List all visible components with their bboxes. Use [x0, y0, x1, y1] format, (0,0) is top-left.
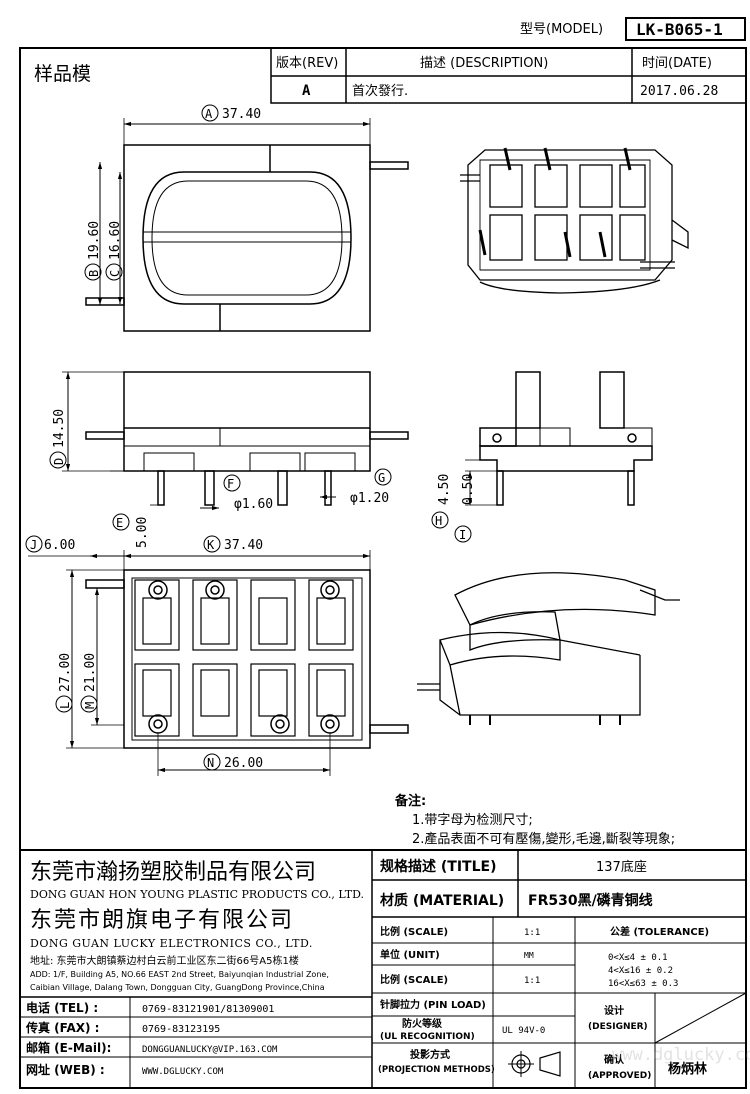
front-view-labels: D 14.50 F φ1.60 G φ1.20 5.00 E — [49, 409, 392, 548]
dim-d-value: 14.50 — [52, 409, 67, 448]
title-block — [20, 849, 747, 1088]
scale-label: 比例 (SCALE) — [380, 925, 448, 938]
dim-f-value: φ1.60 — [234, 497, 273, 512]
dim-m-value: 21.00 — [83, 653, 98, 692]
unit-label: 单位 (UNIT) — [380, 948, 440, 961]
dim-l-value: 27.00 — [58, 653, 73, 692]
company-name-2-en: DONG GUAN LUCKY ELECTRONICS CO., LTD. — [30, 937, 313, 950]
tolerance-2: 4<X≤16 ± 0.2 — [608, 966, 673, 976]
dim-c-value: 16.60 — [108, 221, 123, 260]
spec-block: 规格描述 (TITLE) 137底座 材质 (MATERIAL) FR530黑/… — [378, 858, 709, 1081]
side-view — [465, 371, 653, 506]
svg-text:J: J — [30, 538, 37, 552]
isometric-view-bottom — [417, 572, 680, 725]
svg-text:F: F — [227, 477, 234, 491]
notes: 备注: 1.带字母为检测尺寸; 2.產品表面不可有壓傷,變形,毛邊,斷裂等現象; — [394, 793, 675, 847]
model-box — [625, 17, 746, 41]
web-label: 网址 (WEB) : — [26, 1062, 105, 1077]
tolerance-1: 0<X≤4 ± 0.1 — [608, 953, 668, 963]
svg-text:C: C — [108, 270, 122, 277]
isometric-view-top — [460, 147, 689, 294]
dim-h-value: 4.50 — [437, 474, 452, 505]
unit-value: MM — [524, 951, 534, 960]
side-view-labels: 4.50 H 0.50 I — [431, 474, 476, 543]
company-name-2-cn: 东莞市朗旗电子有限公司 — [30, 908, 294, 933]
model-value: LK-B065-1 — [636, 20, 723, 39]
scale-2-value: 1:1 — [524, 976, 540, 986]
fire-label-cn: 防火等级 — [402, 1017, 443, 1030]
desc-header: 描述 (DESCRIPTION) — [420, 56, 548, 71]
approved-label-cn: 确认 — [604, 1053, 625, 1066]
svg-text:I: I — [459, 528, 466, 542]
dim-g-value: φ1.20 — [350, 491, 389, 506]
material-label: 材质 (MATERIAL) — [380, 892, 504, 909]
company-address-en-2: Caibian Village, Dalang Town, Dongguan C… — [30, 983, 325, 992]
scale-2-label: 比例 (SCALE) — [380, 973, 448, 986]
date-header: 时间(DATE) — [642, 56, 712, 71]
fire-label-en: (UL RECOGNITION) — [380, 1032, 475, 1042]
title-label: 规格描述 (TITLE) — [380, 858, 496, 875]
title-value: 137底座 — [596, 859, 647, 875]
dim-n-value: 26.00 — [224, 756, 263, 771]
designer-label-cn: 设计 — [604, 1004, 624, 1017]
notes-line-2: 2.產品表面不可有壓傷,變形,毛邊,斷裂等現象; — [412, 831, 675, 847]
tolerance-3: 16<X≤63 ± 0.3 — [608, 979, 678, 989]
svg-text:B: B — [87, 270, 101, 277]
bottom-view — [28, 550, 409, 776]
header: 型号(MODEL) LK-B065-1 样品模 版本(REV) 描述 (DESC… — [19, 17, 747, 1089]
svg-text:H: H — [435, 514, 442, 528]
tel-label: 电话 (TEL) : — [26, 1000, 98, 1015]
scale-value: 1:1 — [524, 928, 540, 938]
sample-label: 样品模 — [34, 63, 91, 85]
svg-text:D: D — [52, 458, 66, 465]
fax-label: 传真 (FAX) : — [25, 1020, 99, 1035]
date-value: 2017.06.28 — [640, 84, 718, 99]
company-address-cn: 地址: 东莞市大朗镇蔡边村白云前工业区东二街66号A5栋1楼 — [30, 954, 299, 967]
top-view — [85, 118, 409, 332]
tel-value: 0769-83121901/81309001 — [142, 1004, 274, 1015]
dim-e-value: 5.00 — [135, 517, 150, 548]
model-label: 型号(MODEL) — [520, 22, 603, 37]
desc-value: 首次發行. — [352, 83, 408, 99]
email-label: 邮箱 (E-Mail): — [26, 1040, 111, 1055]
fax-value: 0769-83123195 — [142, 1024, 220, 1035]
dim-k-value: 37.40 — [224, 538, 263, 553]
company-address-en-1: ADD: 1/F, Building A5, NO.66 EAST 2nd St… — [30, 970, 329, 979]
company-block: 东莞市瀚扬塑胶制品有限公司 DONG GUAN HON YOUNG PLASTI… — [25, 860, 364, 1077]
dim-j-value: 6.00 — [44, 538, 75, 553]
notes-line-1: 1.带字母为检测尺寸; — [412, 813, 533, 828]
approved-name: 杨炳林 — [668, 1061, 707, 1077]
tolerance-label: 公差 (TOLERANCE) — [610, 925, 709, 938]
front-view — [62, 371, 409, 511]
rev-value: A — [302, 83, 311, 99]
company-name-1-cn: 东莞市瀚扬塑胶制品有限公司 — [30, 860, 316, 885]
watermark: www.dglucky.com — [612, 1045, 750, 1065]
email-value: DONGGUANLUCKY@VIP.163.COM — [142, 1045, 278, 1055]
pin-load-label: 针脚拉力 (PIN LOAD) — [380, 998, 486, 1011]
web-value: WWW.DGLUCKY.COM — [142, 1067, 224, 1077]
notes-title: 备注: — [394, 793, 426, 809]
rev-header: 版本(REV) — [276, 56, 338, 71]
projection-label-cn: 投影方式 — [410, 1048, 450, 1061]
dim-i-value: 0.50 — [461, 474, 476, 505]
approved-label-en: (APPROVED) — [588, 1071, 651, 1081]
designer-label-en: (DESIGNER) — [588, 1022, 648, 1032]
dim-b-value: 19.60 — [87, 221, 102, 260]
svg-text:E: E — [116, 516, 123, 530]
svg-text:N: N — [207, 756, 214, 770]
svg-text:L: L — [58, 702, 72, 709]
svg-text:G: G — [378, 471, 385, 485]
material-value: FR530黑/磷青铜线 — [528, 892, 653, 909]
company-name-1-en: DONG GUAN HON YOUNG PLASTIC PRODUCTS CO.… — [30, 888, 364, 901]
dim-a-value: 37.40 — [222, 107, 261, 122]
svg-text:M: M — [83, 702, 97, 709]
fire-value: UL 94V-0 — [502, 1026, 545, 1036]
projection-label-en: (PROJECTION METHODS) — [378, 1065, 495, 1075]
svg-text:K: K — [207, 538, 215, 552]
svg-text:A: A — [205, 107, 213, 121]
bottom-view-labels: J 6.00 K 37.40 L 27.00 M 21.00 N 26.00 — [25, 535, 263, 771]
top-view-labels: A 37.40 B 19.60 C 16.60 — [84, 104, 261, 281]
